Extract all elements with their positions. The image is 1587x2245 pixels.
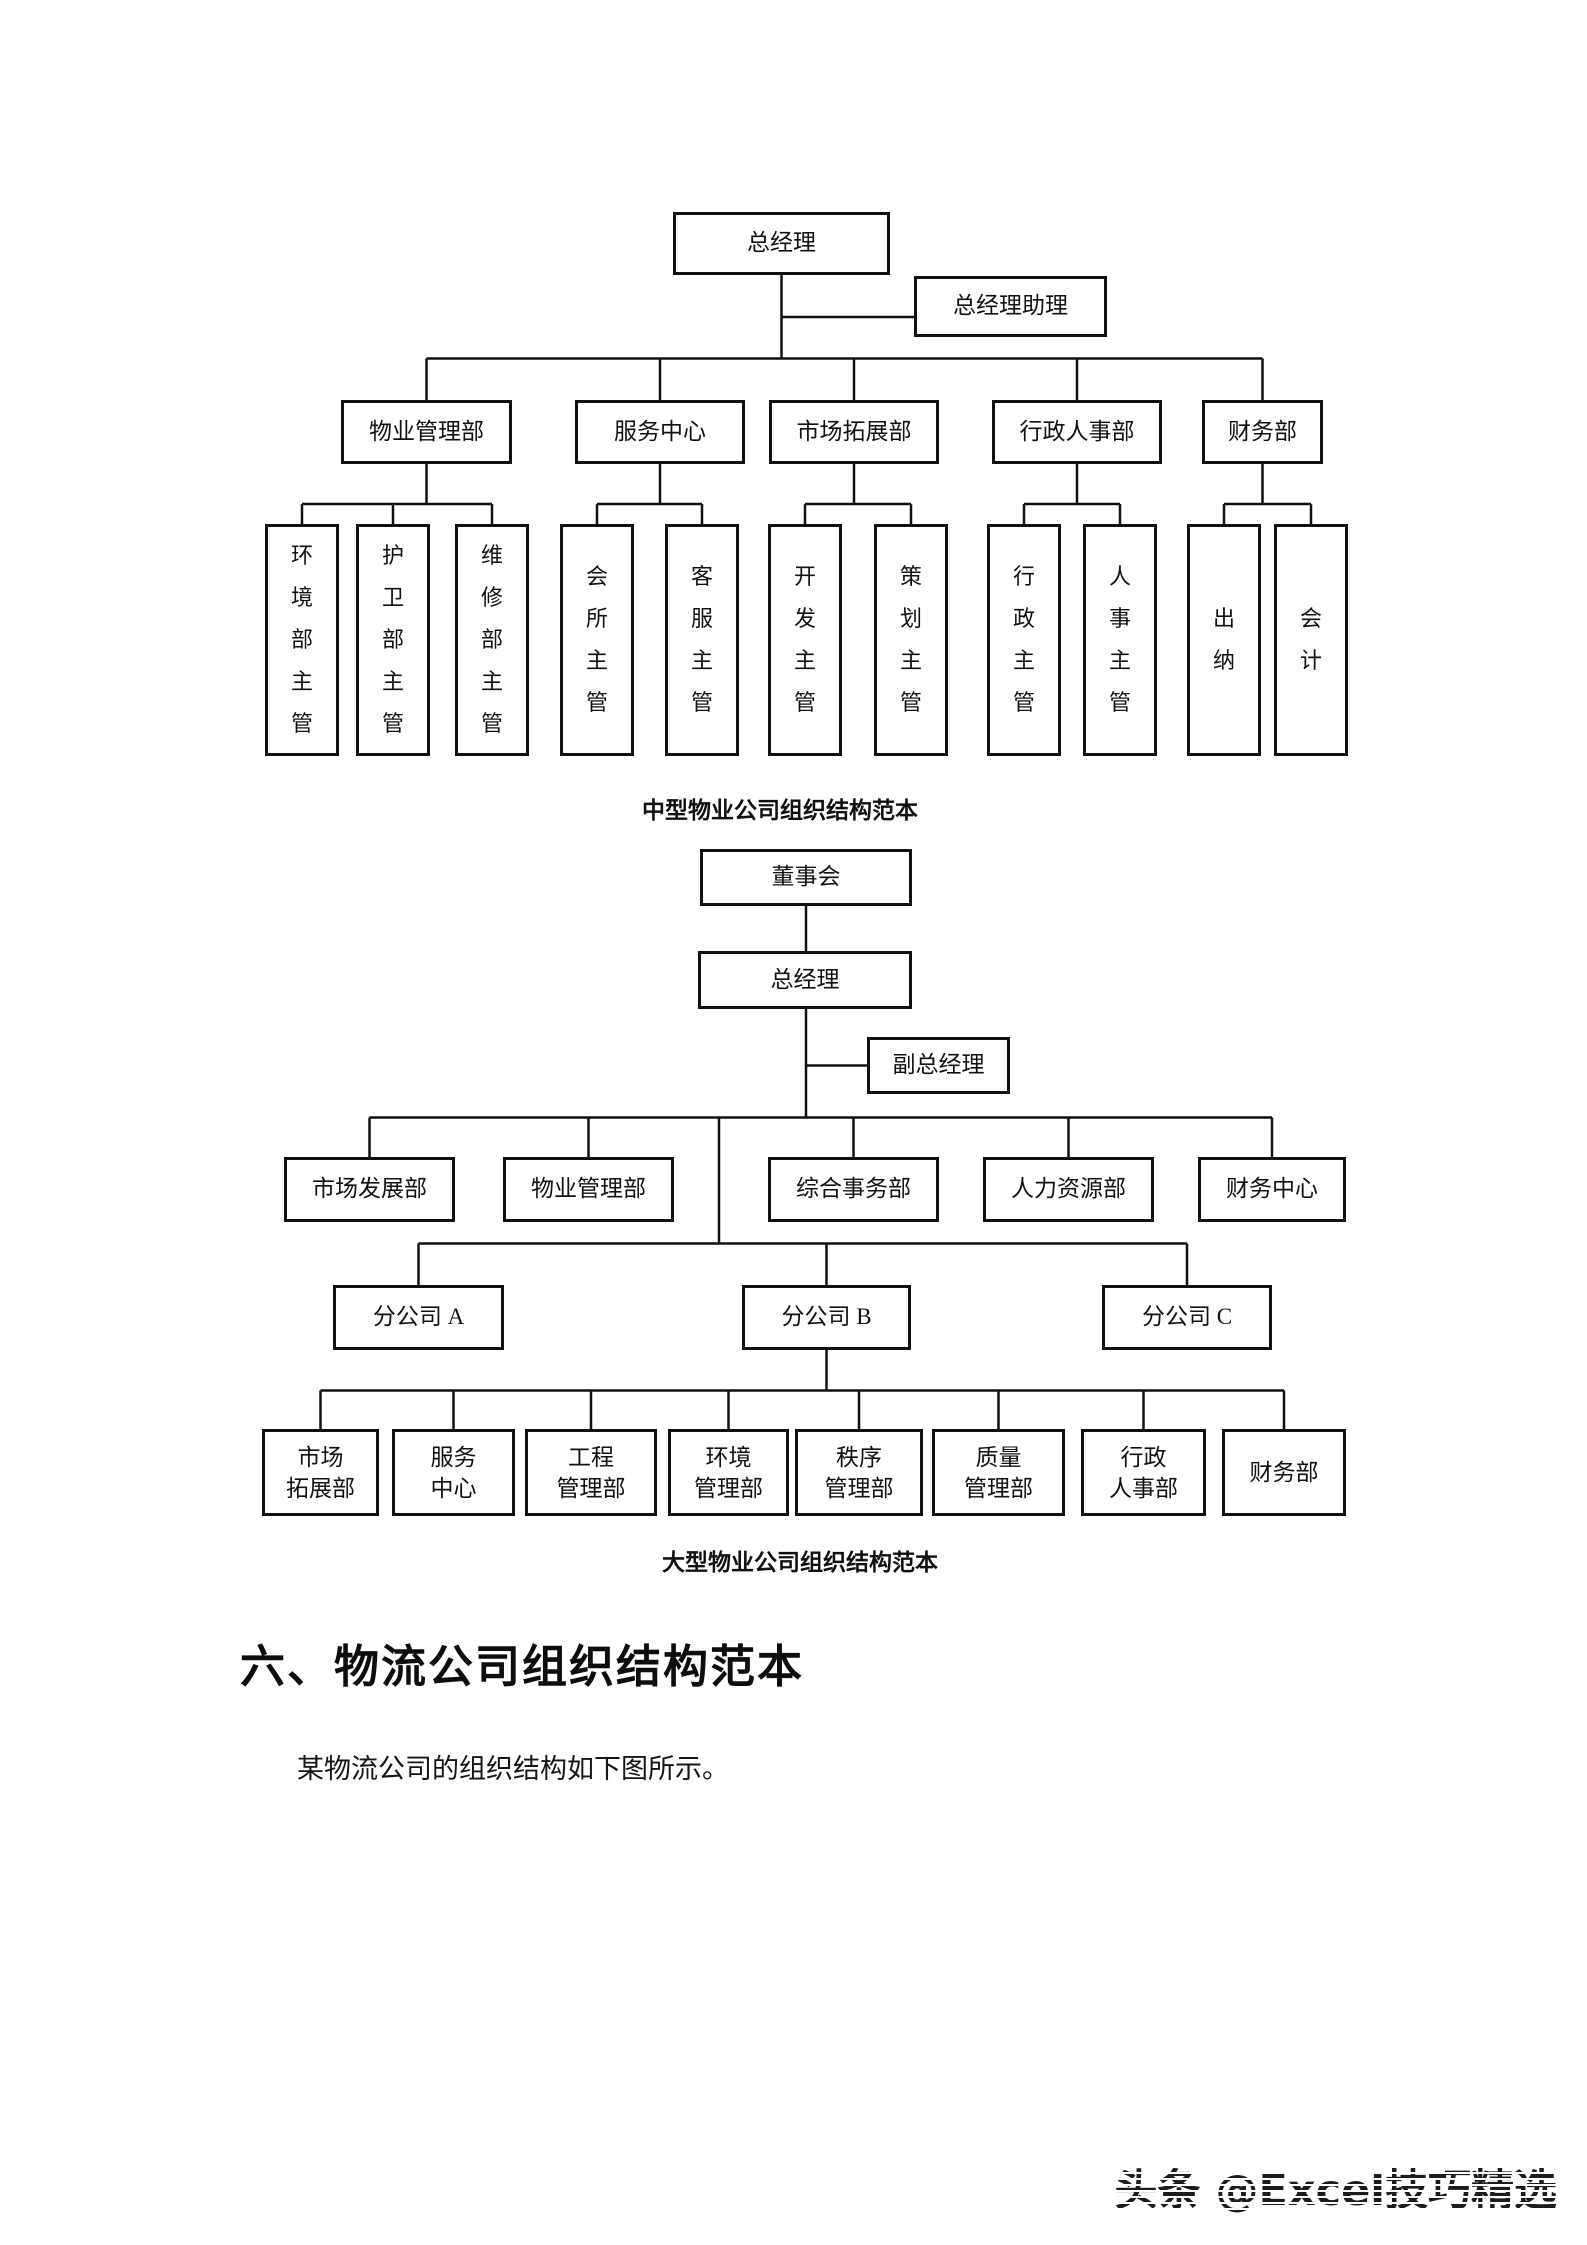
vertical-label: 策划主管 (899, 564, 922, 715)
vertical-label: 行政主管 (1012, 564, 1035, 715)
org-node-dept: 综合事务部 (768, 1157, 939, 1222)
org-node-gm-assistant: 总经理助理 (914, 276, 1107, 337)
org-node-branch-dept: 行政 人事部 (1081, 1429, 1206, 1516)
chart-caption-medium: 中型物业公司组织结构范本 (642, 798, 918, 823)
org-node-dept: 服务中心 (575, 400, 745, 464)
org-node-board: 董事会 (700, 849, 912, 906)
vertical-label: 出纳 (1212, 606, 1235, 673)
org-node-dept: 物业管理部 (503, 1157, 674, 1222)
org-node-branch: 分公司 A (333, 1285, 504, 1350)
watermark: 头条 @Excel技巧精选 (1115, 2156, 1557, 2218)
org-node-supervisor: 行政主管 (987, 524, 1061, 756)
org-node-dept: 人力资源部 (983, 1157, 1154, 1222)
org-node-dept: 财务部 (1202, 400, 1323, 464)
org-node-dept: 市场拓展部 (769, 400, 939, 464)
org-node-supervisor: 策划主管 (874, 524, 948, 756)
org-node-supervisor: 会计 (1274, 524, 1348, 756)
org-node-supervisor: 出纳 (1187, 524, 1261, 756)
section-heading: 六、物流公司组织结构范本 (240, 1642, 805, 1692)
org-node-deputy-gm: 副总经理 (867, 1037, 1010, 1094)
chart-caption-large: 大型物业公司组织结构范本 (662, 1550, 938, 1575)
vertical-label: 环境部主管 (290, 543, 313, 736)
org-node-branch: 分公司 B (742, 1285, 911, 1350)
vertical-label: 客服主管 (690, 564, 713, 715)
org-node-general-manager: 总经理 (673, 212, 890, 275)
org-node-branch-dept: 秩序 管理部 (795, 1429, 923, 1516)
vertical-label: 开发主管 (793, 564, 816, 715)
org-node-supervisor: 开发主管 (768, 524, 842, 756)
org-node-supervisor: 维修部主管 (455, 524, 529, 756)
org-node-dept: 行政人事部 (992, 400, 1162, 464)
org-node-branch-dept: 工程 管理部 (525, 1429, 657, 1516)
org-node-supervisor: 客服主管 (665, 524, 739, 756)
org-node-branch-dept: 服务 中心 (392, 1429, 515, 1516)
org-chart-medium-lines (300, 275, 1313, 524)
org-node-branch-dept: 环境 管理部 (668, 1429, 789, 1516)
org-node-dept: 物业管理部 (341, 400, 512, 464)
org-node-supervisor: 环境部主管 (265, 524, 339, 756)
org-node-dept: 财务中心 (1198, 1157, 1346, 1222)
org-node-branch-dept: 质量 管理部 (932, 1429, 1065, 1516)
org-node-supervisor: 护卫部主管 (356, 524, 430, 756)
vertical-label: 会计 (1299, 606, 1322, 673)
org-node-general-manager: 总经理 (698, 951, 912, 1009)
org-node-supervisor: 会所主管 (560, 524, 634, 756)
vertical-label: 人事主管 (1108, 564, 1131, 715)
org-chart-large-lines (319, 906, 1286, 1429)
vertical-label: 会所主管 (585, 564, 608, 715)
org-node-dept: 市场发展部 (284, 1157, 455, 1222)
org-node-branch-dept: 市场 拓展部 (262, 1429, 379, 1516)
vertical-label: 维修部主管 (480, 543, 503, 736)
intro-paragraph: 某物流公司的组织结构如下图所示。 (297, 1754, 729, 1784)
org-node-supervisor: 人事主管 (1083, 524, 1157, 756)
vertical-label: 护卫部主管 (381, 543, 404, 736)
org-node-branch: 分公司 C (1102, 1285, 1272, 1350)
org-node-branch-dept: 财务部 (1222, 1429, 1346, 1516)
